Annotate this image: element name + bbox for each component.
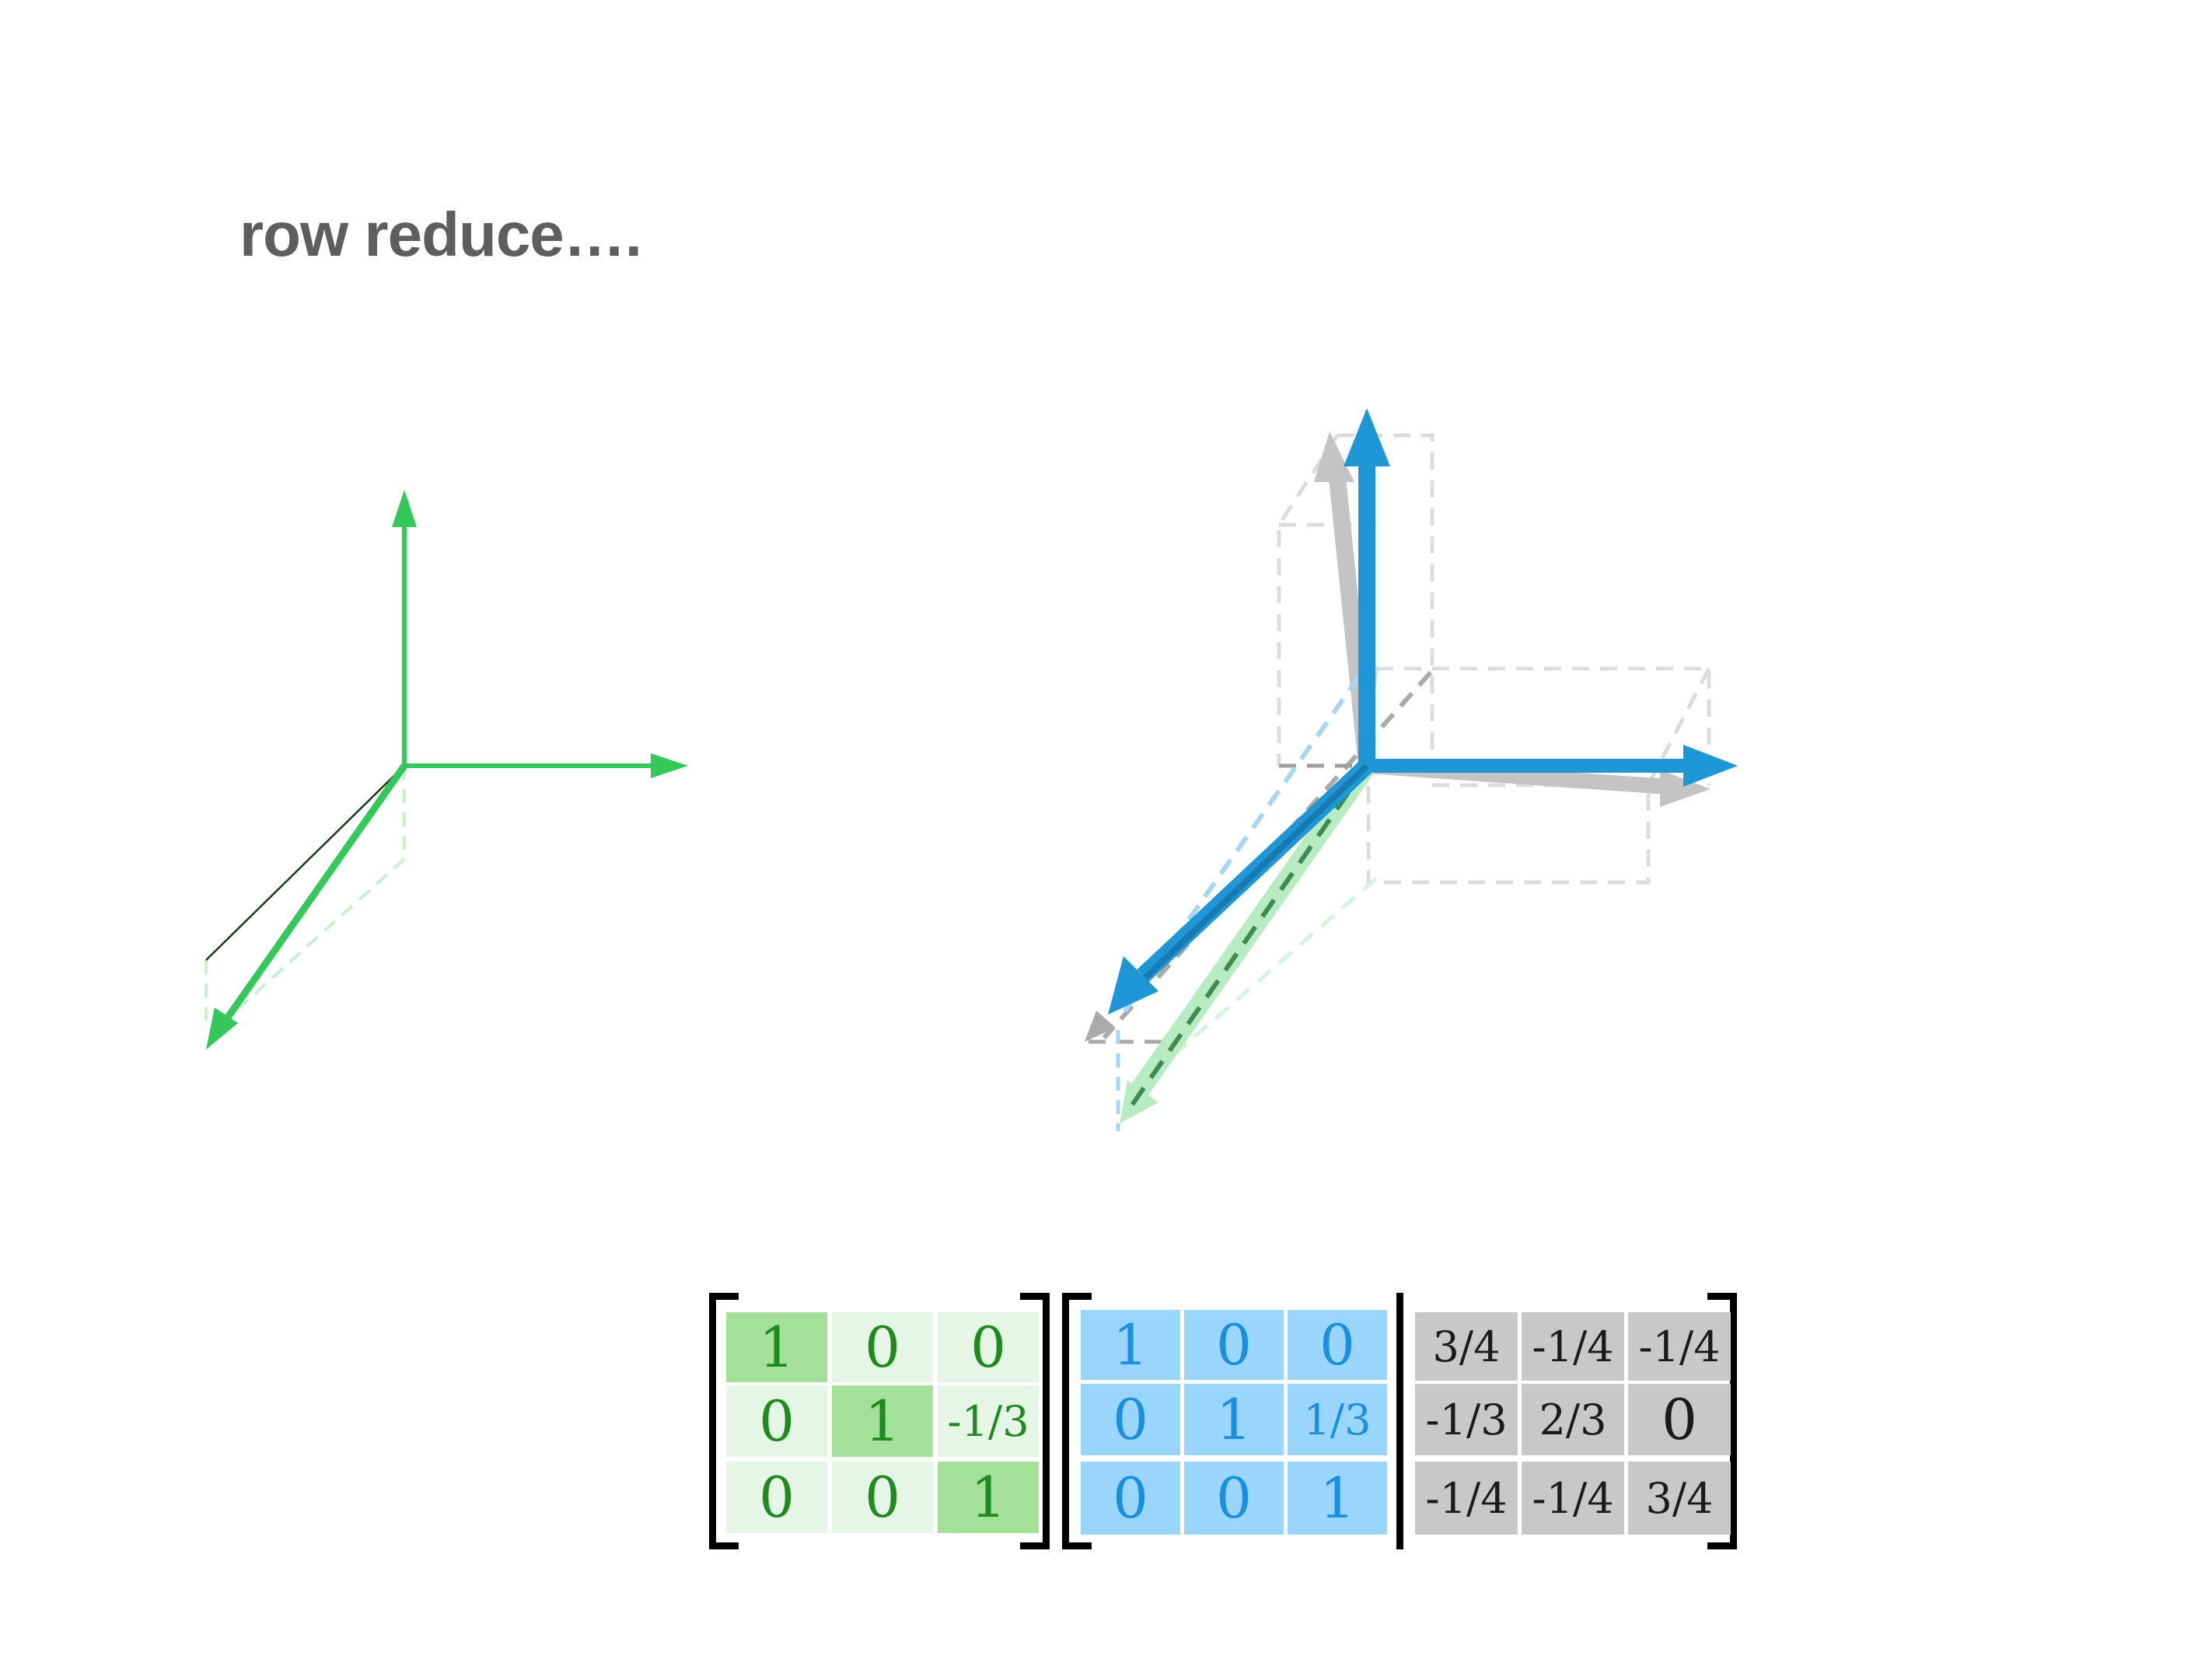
blue-matrix-cell: 0	[1081, 1462, 1180, 1535]
green-matrix-cell: 0	[938, 1312, 1039, 1382]
gray-matrix-cell: 3/4	[1415, 1312, 1518, 1381]
green-matrix-cell: 0	[726, 1385, 827, 1457]
left-basis-diagram	[204, 490, 688, 1050]
blue-matrix-cell: 1	[1288, 1462, 1387, 1535]
blue-matrix-cell: 1/3	[1288, 1384, 1387, 1455]
arrowhead-icon	[1683, 745, 1738, 787]
green-matrix-cell: 0	[832, 1462, 933, 1533]
green-matrix-cell: 0	[832, 1312, 933, 1382]
gray-dashed-vector	[1102, 671, 1433, 1039]
blue-matrix-cell: 1	[1081, 1310, 1180, 1380]
gray-matrix-cell: -1/4	[1415, 1462, 1518, 1535]
augment-divider	[1396, 1293, 1403, 1549]
right-bracket	[1020, 1293, 1050, 1549]
arrowhead-icon	[1108, 956, 1158, 1015]
gray-matrix-cell: -1/4	[1628, 1312, 1731, 1381]
blue-matrix-cell: 1	[1184, 1384, 1284, 1455]
blue-matrix-cell: 0	[1081, 1384, 1180, 1455]
gray-matrix-cell: 2/3	[1522, 1384, 1624, 1455]
gray-matrix-cell: -1/4	[1522, 1462, 1624, 1535]
arrowhead-icon	[1660, 770, 1711, 807]
gray-matrix-cell: 0	[1628, 1384, 1731, 1455]
blue-matrix-cell: 0	[1184, 1310, 1284, 1380]
green-matrix-cell: 1	[832, 1385, 933, 1457]
arrowhead-icon	[1344, 408, 1390, 466]
right-basis-diagram	[1085, 408, 1738, 1131]
arrowhead-icon	[1085, 1011, 1116, 1042]
gray-matrix-cell: 3/4	[1628, 1462, 1731, 1535]
right-bracket	[1707, 1293, 1737, 1549]
green-dashed-guide	[208, 857, 406, 1036]
thin-black-line	[205, 765, 405, 961]
green-diagonal-vector	[218, 763, 407, 1029]
dark-green-dashed-vector	[1125, 764, 1369, 1113]
gray-matrix-cell: -1/4	[1522, 1312, 1624, 1381]
green-matrix-cell: -1/3	[938, 1385, 1039, 1457]
left-bracket	[1062, 1293, 1092, 1549]
arrowhead-icon	[1120, 1081, 1158, 1123]
slide-title: row reduce….	[239, 200, 642, 269]
blue-matrix-cell: 0	[1184, 1462, 1284, 1535]
arrowhead-icon	[651, 753, 688, 778]
blue-diagonal-dark-edge	[1129, 763, 1369, 994]
arrowhead-icon	[392, 490, 417, 527]
blue-matrix-cell: 0	[1288, 1310, 1387, 1380]
green-matrix-cell: 0	[726, 1462, 827, 1533]
left-bracket	[709, 1293, 739, 1549]
gray-matrix-cell: -1/3	[1415, 1384, 1518, 1455]
green-matrix-cell: 1	[938, 1462, 1039, 1533]
green-matrix-cell: 1	[726, 1312, 827, 1382]
arrowhead-icon	[1314, 431, 1354, 482]
arrowhead-icon	[206, 1008, 238, 1050]
